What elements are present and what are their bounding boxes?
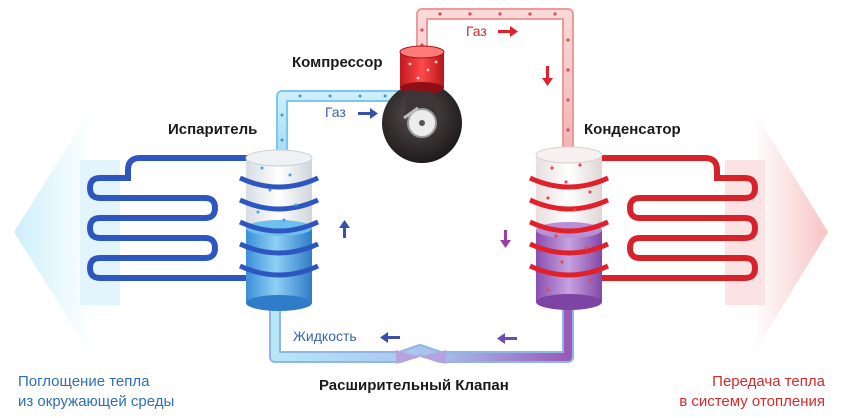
arrow-down-discharge xyxy=(542,66,553,86)
evaporator-bubbles xyxy=(256,166,298,222)
heat-transfer-line1: Передача тепла xyxy=(712,373,825,390)
arrow-gas-left xyxy=(358,108,378,119)
heating-coil xyxy=(597,155,759,281)
condenser-bubbles xyxy=(546,163,592,292)
arrow-down-condenser xyxy=(500,230,511,248)
condenser-coil-spiral xyxy=(528,175,610,278)
liquid-pipe-inner xyxy=(271,305,572,361)
evaporator-coil-spiral xyxy=(238,175,320,278)
evaporator-tank xyxy=(245,149,313,311)
gas-pipe-discharge-inner xyxy=(418,10,572,155)
heat-transfer-line2: в систему отопления xyxy=(679,393,825,410)
expansion-valve xyxy=(396,350,446,364)
heat-transfer-arrow xyxy=(752,108,828,356)
discharge-bubbles xyxy=(420,12,570,132)
compressor xyxy=(382,45,462,163)
arrow-gas-top xyxy=(498,26,518,37)
heat-transfer-arrow-body xyxy=(725,160,765,305)
compressor-label: Компрессор xyxy=(292,54,383,71)
heat-absorb-line2: из окружающей среды xyxy=(18,393,175,410)
suction-bubbles xyxy=(280,94,387,142)
outdoor-coil xyxy=(86,155,253,281)
condenser-tank xyxy=(535,146,603,310)
expansion-valve-label: Расширительный Клапан xyxy=(319,377,509,394)
heat-absorb-arrow-body xyxy=(80,160,120,305)
evaporator-label: Испаритель xyxy=(168,121,258,138)
gas-top-label: Газ xyxy=(466,23,487,39)
heat-absorb-arrow xyxy=(14,108,92,356)
heat-absorb-line1: Поглощение тепла xyxy=(18,373,150,390)
liquid-label: Жидкость xyxy=(293,328,357,344)
arrow-liquid-right xyxy=(497,333,517,344)
arrow-liquid-left xyxy=(380,332,400,343)
gas-left-label: Газ xyxy=(325,104,346,120)
heat-absorb-text: Поглощение тепла из окружающей среды xyxy=(18,372,174,412)
heat-transfer-text: Передача тепла в систему отопления xyxy=(679,372,825,412)
condenser-label: Конденсатор xyxy=(584,121,681,138)
arrow-up-evaporator xyxy=(339,220,350,238)
